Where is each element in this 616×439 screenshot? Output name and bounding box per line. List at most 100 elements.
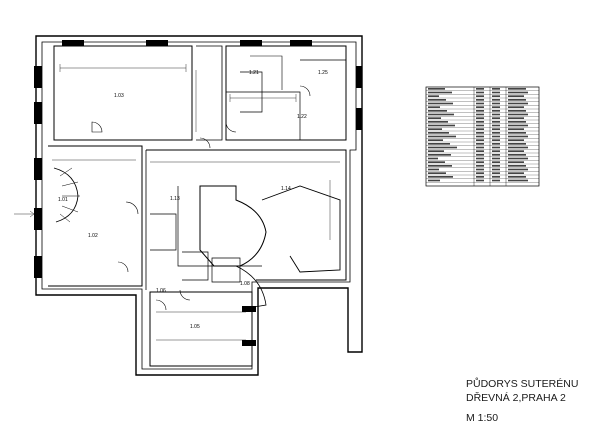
legend-cell-text — [508, 132, 526, 134]
legend-table — [425, 86, 540, 187]
legend-cell-text — [508, 128, 524, 130]
legend-cell-text — [428, 157, 438, 160]
legend-cell-text — [508, 154, 526, 156]
legend-cell-text — [428, 172, 446, 174]
legend-cell-text — [476, 139, 484, 141]
legend-cell-text — [428, 161, 445, 163]
legend-cell-text — [428, 135, 456, 138]
legend-cell-text — [428, 95, 439, 97]
legend-cell-text — [508, 150, 524, 152]
room-label-1-01: 1.01 — [58, 197, 68, 203]
legend-cell-text — [428, 168, 439, 171]
title-block: PŮDORYS SUTERÉNU DŘEVNÁ 2,PRAHA 2 M 1:50 — [466, 377, 578, 425]
legend-cell-text — [476, 172, 484, 174]
legend-cell-text — [508, 91, 528, 94]
legend-cell-text — [492, 132, 500, 134]
legend-cell-text — [476, 110, 484, 112]
legend-cell-text — [492, 121, 500, 123]
legend-cell-text — [508, 88, 526, 90]
drawing-title: PŮDORYS SUTERÉNU — [466, 378, 579, 390]
room-label-1-06: 1.06 — [156, 288, 166, 294]
legend-cell-text — [508, 99, 526, 101]
legend-cell-text — [476, 165, 484, 167]
room-label-1-14: 1.14 — [281, 186, 291, 192]
legend-cell-text — [492, 179, 500, 182]
legend-cell-text — [492, 165, 500, 167]
legend-cell-text — [428, 117, 441, 119]
legend-cell-text — [492, 95, 500, 97]
legend-cell-text — [476, 91, 484, 94]
legend-cell-text — [476, 95, 484, 97]
legend-cell-text — [492, 154, 500, 156]
legend-cell-text — [476, 128, 484, 130]
legend-cell-text — [428, 165, 452, 167]
legend-cell-text — [492, 128, 500, 130]
legend-cell-text — [492, 113, 500, 116]
legend-cell-text — [492, 124, 500, 127]
room-label-1-05: 1.05 — [190, 324, 200, 330]
drawing-scale: M 1:50 — [466, 412, 499, 424]
legend-cell-text — [476, 132, 484, 134]
room-label-1-02: 1.02 — [88, 233, 98, 239]
legend-cell-text — [428, 176, 453, 178]
legend-cell-text — [476, 88, 484, 90]
legend-cell-text — [508, 179, 528, 182]
room-label-1-25: 1.25 — [318, 70, 328, 76]
legend-cell-text — [476, 102, 484, 105]
legend-cell-text — [476, 157, 484, 160]
legend-cell-text — [476, 106, 484, 108]
legend-cell-text — [508, 139, 524, 141]
legend-cell-text — [428, 102, 453, 105]
legend-cell-text — [476, 99, 484, 101]
legend-cell-text — [428, 146, 457, 149]
legend-cell-text — [476, 117, 484, 119]
legend-cell-text — [476, 146, 484, 149]
legend-cell-text — [492, 135, 500, 138]
drawing-address: DŘEVNÁ 2,PRAHA 2 — [466, 392, 566, 404]
room-label-1-03: 1.03 — [114, 93, 124, 99]
legend-cell-text — [492, 143, 500, 145]
room-label-1-22: 1.22 — [297, 114, 307, 120]
legend-cell-text — [476, 143, 484, 145]
legend-cell-text — [492, 117, 500, 119]
legend-cell-text — [508, 168, 528, 171]
legend-cell-text — [508, 102, 528, 105]
legend-cell-text — [508, 161, 524, 163]
legend-cell-text — [492, 99, 500, 101]
room-label-1-21: 1.21 — [249, 70, 259, 76]
legend-cell-text — [476, 150, 484, 152]
door-swings — [91, 85, 311, 311]
legend-cell-text — [492, 139, 500, 141]
legend-cell-text — [476, 121, 484, 123]
room-labels: 1.03 1.21 1.25 1.22 1.01 1.02 1.13 1.14 … — [58, 70, 328, 330]
legend-cell-text — [492, 157, 500, 160]
legend-cell-text — [508, 113, 528, 116]
legend-cell-text — [428, 128, 442, 130]
legend-cell-text — [508, 117, 524, 119]
legend-cell-text — [508, 146, 528, 149]
legend-cell-text — [476, 168, 484, 171]
legend-cell-text — [508, 124, 528, 127]
legend-cell-text — [428, 154, 451, 156]
legend-cell-text — [508, 135, 528, 138]
legend-cell-text — [428, 91, 452, 94]
room-label-1-08: 1.08 — [240, 281, 250, 287]
legend-cell-text — [492, 161, 500, 163]
legend-cell-text — [508, 121, 526, 123]
legend-cell-text — [492, 102, 500, 105]
legend-cell-text — [492, 110, 500, 112]
legend-cell-text — [492, 176, 500, 178]
legend-cell-text — [476, 176, 484, 178]
legend-cell-text — [428, 139, 443, 141]
legend-cell-text — [508, 110, 526, 112]
legend-cell-text — [492, 146, 500, 149]
legend-cell-text — [428, 88, 445, 90]
legend-cell-text — [508, 95, 524, 97]
window-openings — [34, 40, 362, 346]
legend-cell-text — [508, 106, 524, 108]
legend-cell-text — [428, 106, 440, 108]
room-label-1-13: 1.13 — [170, 196, 180, 202]
legend-cell-text — [508, 172, 524, 174]
legend-cell-text — [428, 113, 454, 116]
legend-cell-text — [508, 143, 526, 145]
